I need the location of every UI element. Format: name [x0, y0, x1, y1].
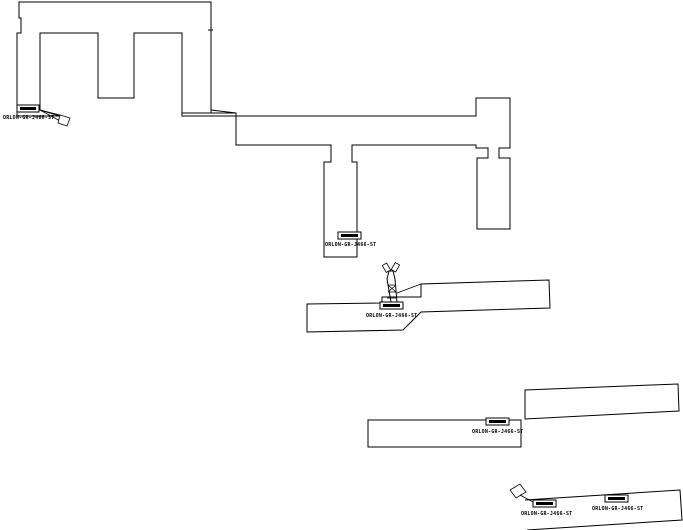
device-label: ORLON-GR-J466-ST — [521, 511, 572, 517]
device-label: ORLON-GR-J466-ST — [366, 313, 417, 319]
building-middle-outline — [306, 279, 551, 333]
device-port — [341, 234, 358, 237]
antenna-tower-icon — [381, 261, 422, 303]
building-corridor — [181, 97, 511, 258]
device-3[interactable]: ORLON-GR-J466-ST — [366, 261, 422, 319]
building-top-left-outline — [16, 1, 212, 117]
device-1[interactable]: ORLON-GR-J466-ST — [3, 104, 71, 127]
building-bottom-outline — [524, 489, 683, 530]
device-label: ORLON-GR-J466-ST — [325, 242, 376, 248]
device-port — [608, 497, 625, 500]
device-label: ORLON-GR-J466-ST — [3, 115, 54, 121]
device-2[interactable]: ORLON-GR-J466-ST — [325, 231, 376, 248]
device-port — [383, 304, 400, 307]
device-6[interactable]: ORLON-GR-J466-ST — [592, 494, 643, 512]
corridor-outline — [181, 97, 511, 258]
device-label: ORLON-GR-J466-ST — [472, 429, 523, 435]
device-4[interactable]: ORLON-GR-J466-ST — [472, 417, 523, 435]
device-port — [536, 502, 553, 505]
building-lower-right-outline — [524, 383, 680, 420]
device-label: ORLON-GR-J466-ST — [592, 506, 643, 512]
building-bottom — [524, 489, 683, 530]
building-middle — [306, 279, 551, 333]
device-port — [20, 107, 36, 110]
device-port — [489, 420, 506, 423]
building-lower — [367, 383, 680, 448]
camera-icon — [39, 109, 71, 127]
building-lower-left-outline — [367, 419, 522, 448]
camera-icon — [509, 483, 534, 503]
device-5[interactable]: ORLON-GR-J466-ST — [509, 483, 572, 517]
building-top-left — [16, 1, 213, 117]
corridor-inner-line — [210, 109, 237, 114]
